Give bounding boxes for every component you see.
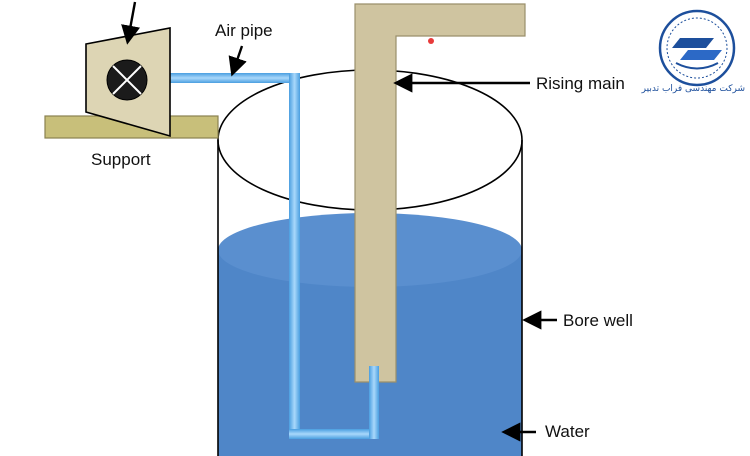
bore-well-label: Bore well: [563, 311, 633, 330]
rising-main-label: Rising main: [536, 74, 625, 93]
rising-main-pipe: [354, 3, 526, 383]
company-name-text: شرکت مهندسی فراب تدبیر: [641, 84, 745, 94]
air-pipe-arrow: [228, 45, 247, 77]
air-pipe: [166, 73, 379, 439]
air-pipe-label: Air pipe: [215, 21, 273, 40]
compressor: [85, 27, 171, 138]
water-label: Water: [545, 422, 590, 441]
compressor-arrow: [121, 1, 141, 45]
red-marker-dot: [428, 38, 434, 44]
company-logo-seal: [658, 9, 736, 87]
support-label: Support: [91, 150, 151, 169]
